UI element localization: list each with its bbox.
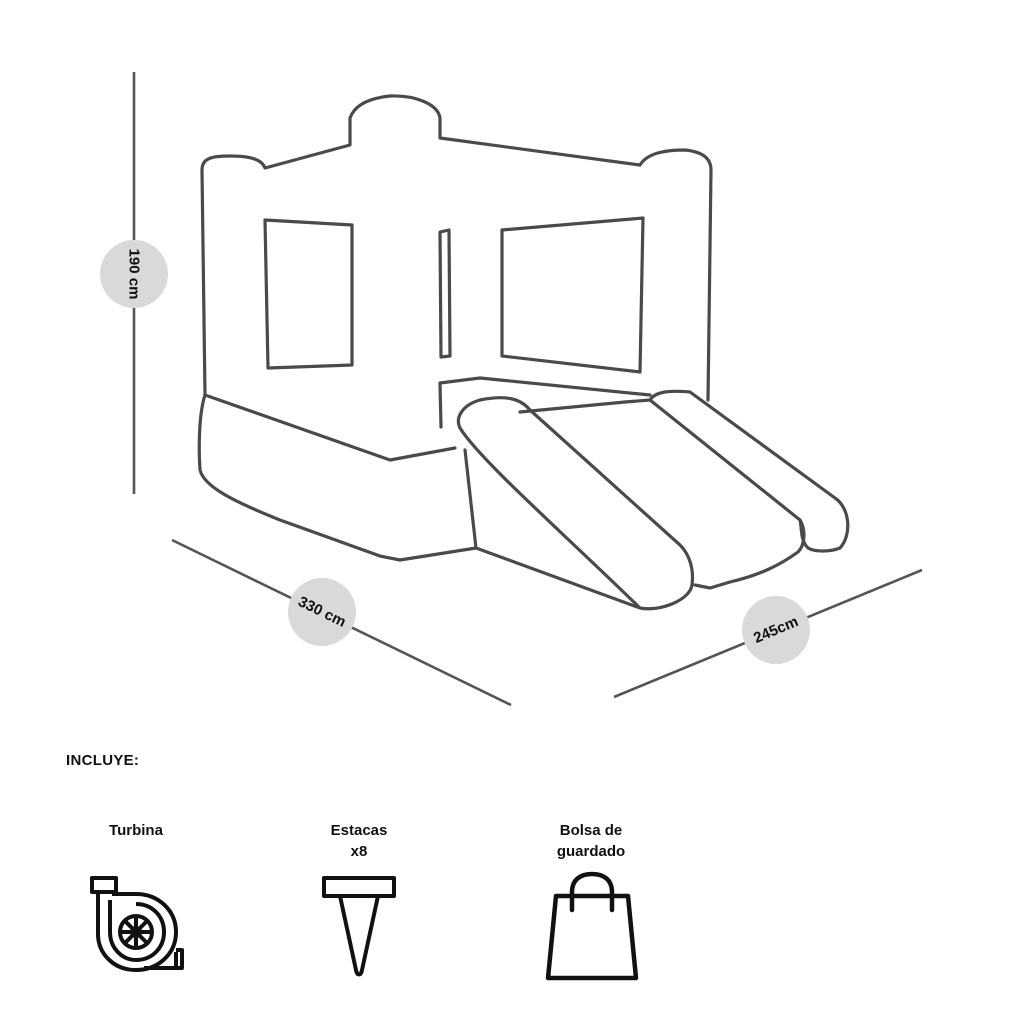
item-label-stakes-line2: x8: [350, 843, 368, 860]
height-label: 190 cm: [126, 249, 143, 300]
item-label-stakes-line1: Estacas: [330, 822, 388, 839]
includes-title: INCLUYE:: [66, 752, 140, 769]
item-label-bag-line1: Bolsa de: [559, 822, 623, 839]
item-label-bag-line2: guardado: [556, 843, 626, 860]
width-dimension: 245cm: [613, 568, 923, 699]
item-label-bag: Bolsa de guardado: [538, 820, 644, 862]
item-label-blower-line1: Turbina: [109, 822, 163, 839]
bounce-house-outline: [197, 94, 850, 611]
ground-stake-icon: [322, 876, 396, 977]
length-dimension: 330 cm: [171, 538, 512, 707]
bounce-house-diagram: 190 cm 330 cm 245cm: [100, 72, 923, 707]
storage-bag-icon: [545, 871, 639, 981]
item-label-blower: Turbina: [88, 820, 184, 841]
blower-fan-icon: [90, 876, 184, 972]
item-label-stakes: Estacas x8: [312, 820, 406, 862]
height-dimension: 190 cm: [100, 72, 168, 494]
